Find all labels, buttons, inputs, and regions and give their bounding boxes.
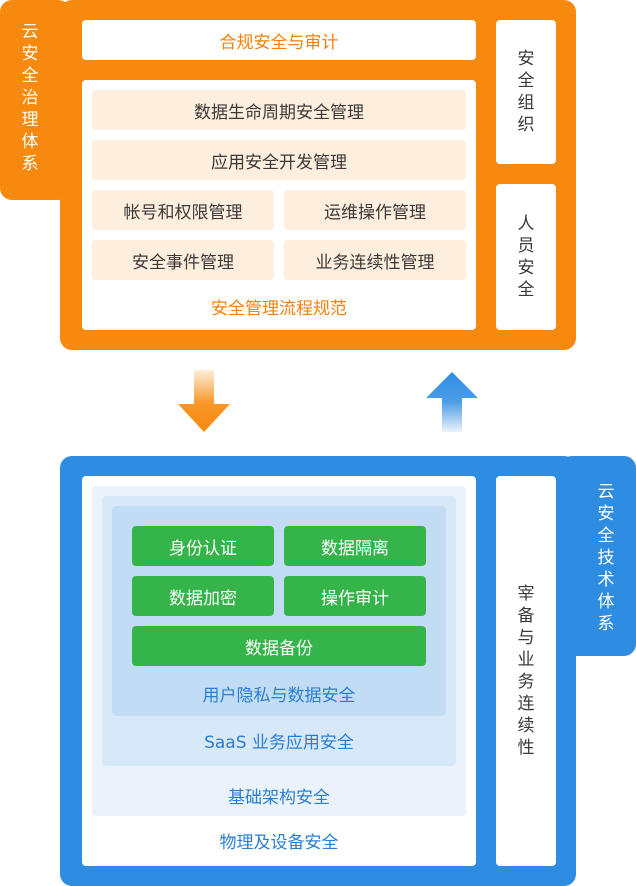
personnel-security-box: 人 员 安 全 (496, 184, 556, 330)
data-security-item: 数据隔离 (284, 526, 426, 566)
side-char: 备 (517, 606, 535, 626)
arrow-up-icon (426, 372, 478, 432)
process-item: 帐号和权限管理 (92, 190, 274, 230)
title-char: 理 (21, 110, 39, 130)
side-char: 与 (517, 628, 535, 648)
technology-system-title: 云 安 全 技 术 体 系 (576, 478, 636, 638)
side-char: 人 (517, 214, 535, 234)
data-security-item: 身份认证 (132, 526, 274, 566)
infrastructure-security-label: 基础架构安全 (228, 787, 330, 808)
data-security-label: 用户隐私与数据安全 (202, 685, 356, 706)
title-char: 系 (597, 614, 615, 634)
side-char: 组 (517, 93, 535, 113)
side-char: 连 (517, 694, 535, 714)
side-char: 性 (517, 738, 535, 758)
data-security-item: 数据备份 (132, 626, 426, 666)
title-char: 安 (597, 504, 615, 524)
compliance-audit-box: 合规安全与审计 (82, 20, 476, 60)
process-item: 业务连续性管理 (284, 240, 466, 280)
governance-system-tab (0, 0, 70, 200)
process-item: 应用安全开发管理 (92, 140, 466, 180)
title-char: 云 (597, 482, 615, 502)
saas-security-label: SaaS 业务应用安全 (204, 732, 354, 753)
side-char: 安 (517, 258, 535, 278)
title-char: 云 (21, 22, 39, 42)
side-char: 务 (517, 672, 535, 692)
physical-security-label: 物理及设备安全 (219, 832, 339, 853)
side-char: 安 (517, 49, 535, 69)
title-char: 安 (21, 44, 39, 64)
title-char: 全 (21, 66, 39, 86)
title-char: 术 (597, 570, 615, 590)
disaster-recovery-box: 宰 备 与 业 务 连 续 性 (496, 476, 556, 866)
process-item: 运维操作管理 (284, 190, 466, 230)
side-char: 业 (517, 650, 535, 670)
side-char: 续 (517, 716, 535, 736)
security-process-label: 安全管理流程规范 (211, 298, 347, 319)
side-char: 全 (517, 280, 535, 300)
side-char: 员 (517, 236, 535, 256)
title-char: 全 (597, 526, 615, 546)
process-item: 安全事件管理 (92, 240, 274, 280)
title-char: 治 (21, 88, 39, 108)
side-char: 宰 (517, 584, 535, 604)
data-security-item: 操作审计 (284, 576, 426, 616)
side-char: 织 (517, 115, 535, 135)
title-char: 系 (21, 154, 39, 174)
security-organization-box: 安 全 组 织 (496, 20, 556, 164)
data-security-item: 数据加密 (132, 576, 274, 616)
title-char: 技 (597, 548, 615, 568)
governance-system-title: 云 安 全 治 理 体 系 (0, 18, 60, 178)
arrow-down-icon (178, 370, 230, 432)
title-char: 体 (21, 132, 39, 152)
process-item: 数据生命周期安全管理 (92, 90, 466, 130)
title-char: 体 (597, 592, 615, 612)
side-char: 全 (517, 71, 535, 91)
